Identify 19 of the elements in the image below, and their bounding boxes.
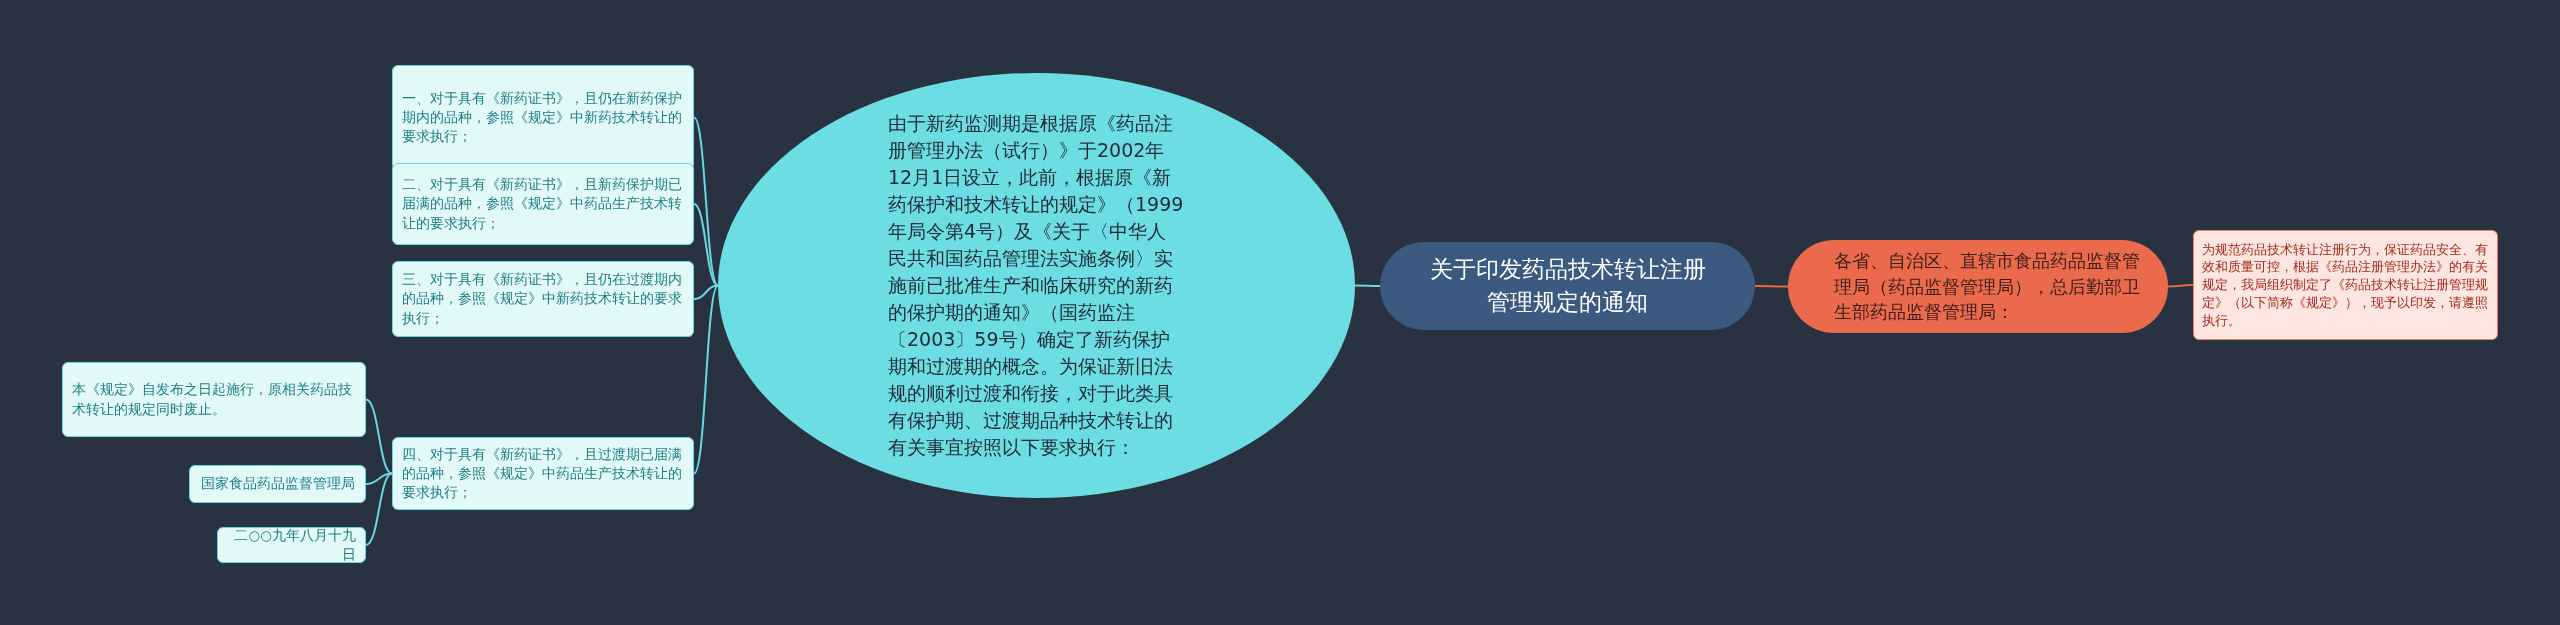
subtopic-box: 各省、自治区、直辖市食品药品监督管理局（药品监督管理局），总后勤部卫生部药品监督管理局：	[1788, 240, 2168, 333]
connector-line	[693, 116, 719, 287]
connector-line	[693, 203, 719, 287]
ellipse-node: 由于新药监测期是根据原《药品注册管理办法（试行）》于2002年12月1日设立，此前，根据原《新药保护和技术转让的规定》（1999年局令第4号）及《关于〈中华人民共和国药品管理法实施条例〉实施前已批准生产和临床研究的新药的保护期的通知》（国药监注〔2003〕59号）确定了新药保护期和过渡期的概念。为保证新旧法规的顺利过渡和衔接，对于此类具有保护期、过渡期品种技术转让的有关事宜按照以下要求执行：	[718, 73, 1355, 498]
connector-line	[693, 284, 719, 300]
connector-line	[1354, 284, 1381, 287]
connector-line	[2167, 284, 2194, 288]
text-box: 为规范药品技术转让注册行为，保证药品安全、有效和质量可控，根据《药品注册管理办法》的有关规定，我局组织制定了《药品技术转让注册管理规定》（以下简称《规定》），现予以印发，请遵照执行。	[2193, 230, 2498, 340]
topic-box: 关于印发药品技术转让注册管理规定的通知	[1380, 242, 1755, 330]
connector-line	[365, 472, 393, 546]
text-box: 本《规定》自发布之日起施行，原相关药品技术转让的规定同时废止。	[62, 362, 366, 437]
connector-line	[365, 398, 393, 475]
text-box: 三、对于具有《新药证书》，且仍在过渡期内的品种，参照《规定》中新药技术转让的要求执行；	[392, 261, 694, 337]
text-box: 二○○九年八月十九日	[217, 527, 366, 563]
text-box: 二、对于具有《新药证书》，且新药保护期已届满的品种，参照《规定》中药品生产技术转让的要求执行；	[392, 163, 694, 245]
text-box: 国家食品药品监督管理局	[189, 465, 366, 503]
connector-line	[1754, 285, 1789, 288]
connector-line	[693, 284, 719, 475]
text-box: 四、对于具有《新药证书》，且过渡期已届满的品种，参照《规定》中药品生产技术转让的要求执行；	[392, 437, 694, 510]
